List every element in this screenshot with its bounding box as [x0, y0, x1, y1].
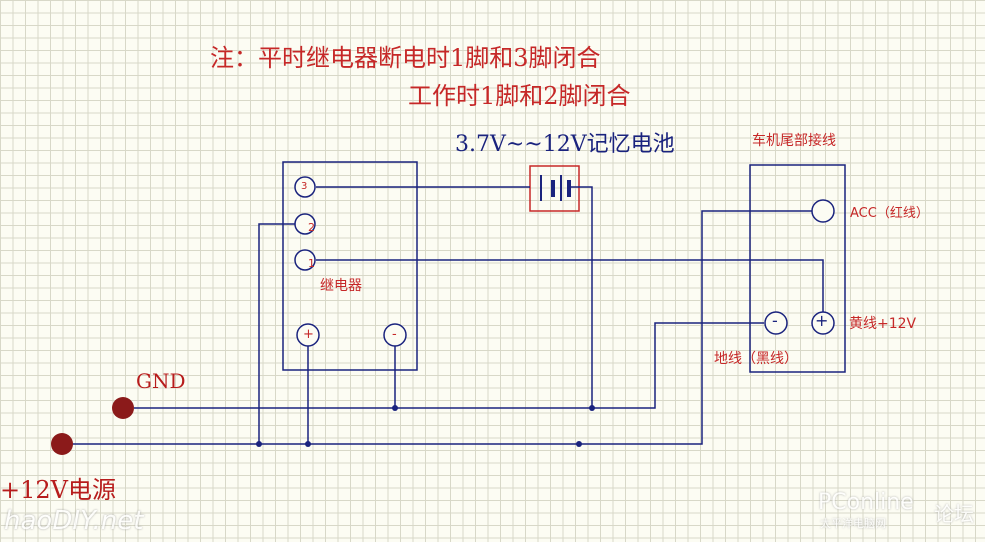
- relay-minus-label: -: [392, 327, 397, 342]
- relay-pin-1: [294, 249, 316, 271]
- relay-pin-3-label: 3: [301, 181, 308, 192]
- watermark-haodiy: haoDIY.net: [4, 506, 144, 536]
- wire-pin1-yellow: [316, 259, 824, 312]
- junction-dot: [589, 405, 595, 411]
- relay-minus-terminal: [383, 323, 407, 347]
- watermark-forum: 论坛: [934, 502, 974, 526]
- connector-acc-terminal: [811, 199, 835, 223]
- connector-plus-symbol: +: [815, 311, 829, 330]
- relay-pin-2-label: 2: [308, 221, 315, 234]
- ground-label: 地线（黑线）: [714, 351, 798, 367]
- watermark-pconline: PConline: [818, 490, 914, 515]
- junction-dot: [392, 405, 398, 411]
- power-bus: [72, 210, 812, 445]
- relay-plus-label: +: [303, 327, 314, 342]
- yellow-label: 黄线+12V: [849, 316, 917, 332]
- junction-dot: [305, 441, 311, 447]
- connector-yellow-terminal: [811, 311, 835, 335]
- junction-dot: [256, 441, 262, 447]
- relay-label: 继电器: [320, 278, 362, 294]
- relay-pin-1-label: 1: [308, 257, 315, 270]
- acc-label: ACC（红线）: [850, 206, 929, 221]
- gnd-bus: [134, 322, 764, 409]
- power-terminal-dot: [51, 433, 73, 455]
- note-line-1: 注：平时继电器断电时1脚和3脚闭合: [210, 44, 601, 72]
- note-line-2: 工作时1脚和2脚闭合: [408, 82, 631, 110]
- relay-box: [282, 161, 418, 371]
- gnd-label: GND: [136, 369, 186, 393]
- relay-plus-terminal: [296, 323, 320, 347]
- watermark-pconline-sub: 太平洋电脑网: [820, 517, 886, 530]
- connector-title: 车机尾部接线: [752, 133, 836, 149]
- battery-label: 3.7V~~12V记忆电池: [455, 132, 675, 157]
- wire-battery-gnd: [568, 186, 593, 408]
- gnd-terminal-dot: [112, 397, 134, 419]
- battery-box: [529, 165, 580, 212]
- relay-pin-2: [294, 213, 316, 235]
- connector-box: [749, 164, 846, 373]
- relay-pin-3: [294, 176, 316, 198]
- wire-pin2-power: [258, 223, 302, 444]
- junction-dot: [576, 441, 582, 447]
- connector-ground-terminal: [764, 311, 788, 335]
- connector-minus-symbol: -: [772, 311, 778, 330]
- power-label: +12V电源: [0, 476, 116, 504]
